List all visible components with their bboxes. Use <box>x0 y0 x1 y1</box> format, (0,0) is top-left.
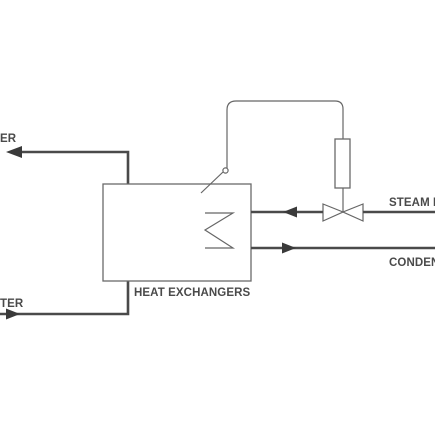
steam-inlet-arrow <box>283 206 297 218</box>
label-heat-exchangers: HEAT EXCHANGERS <box>134 287 251 299</box>
outlet-pipe-top <box>14 150 130 184</box>
label-condensate: CONDEN <box>389 257 435 269</box>
condensate-arrow <box>282 242 296 254</box>
heating-coil <box>203 212 236 249</box>
label-top-left: ER <box>0 133 17 145</box>
label-bottom-left: TER <box>0 298 24 310</box>
label-steam-in: STEAM I <box>389 197 435 209</box>
inlet-bottom-arrow <box>6 308 20 320</box>
outlet-top-arrow <box>6 146 22 158</box>
inlet-pipe-bottom <box>0 281 130 316</box>
control-signal-line <box>226 100 344 168</box>
control-valve-left <box>322 203 345 222</box>
heat-exchanger-vessel <box>102 183 252 282</box>
control-valve-right <box>341 203 364 222</box>
valve-actuator <box>334 138 351 189</box>
temperature-sensor-bulb <box>222 167 229 174</box>
temperature-sensor-stem <box>200 171 224 194</box>
